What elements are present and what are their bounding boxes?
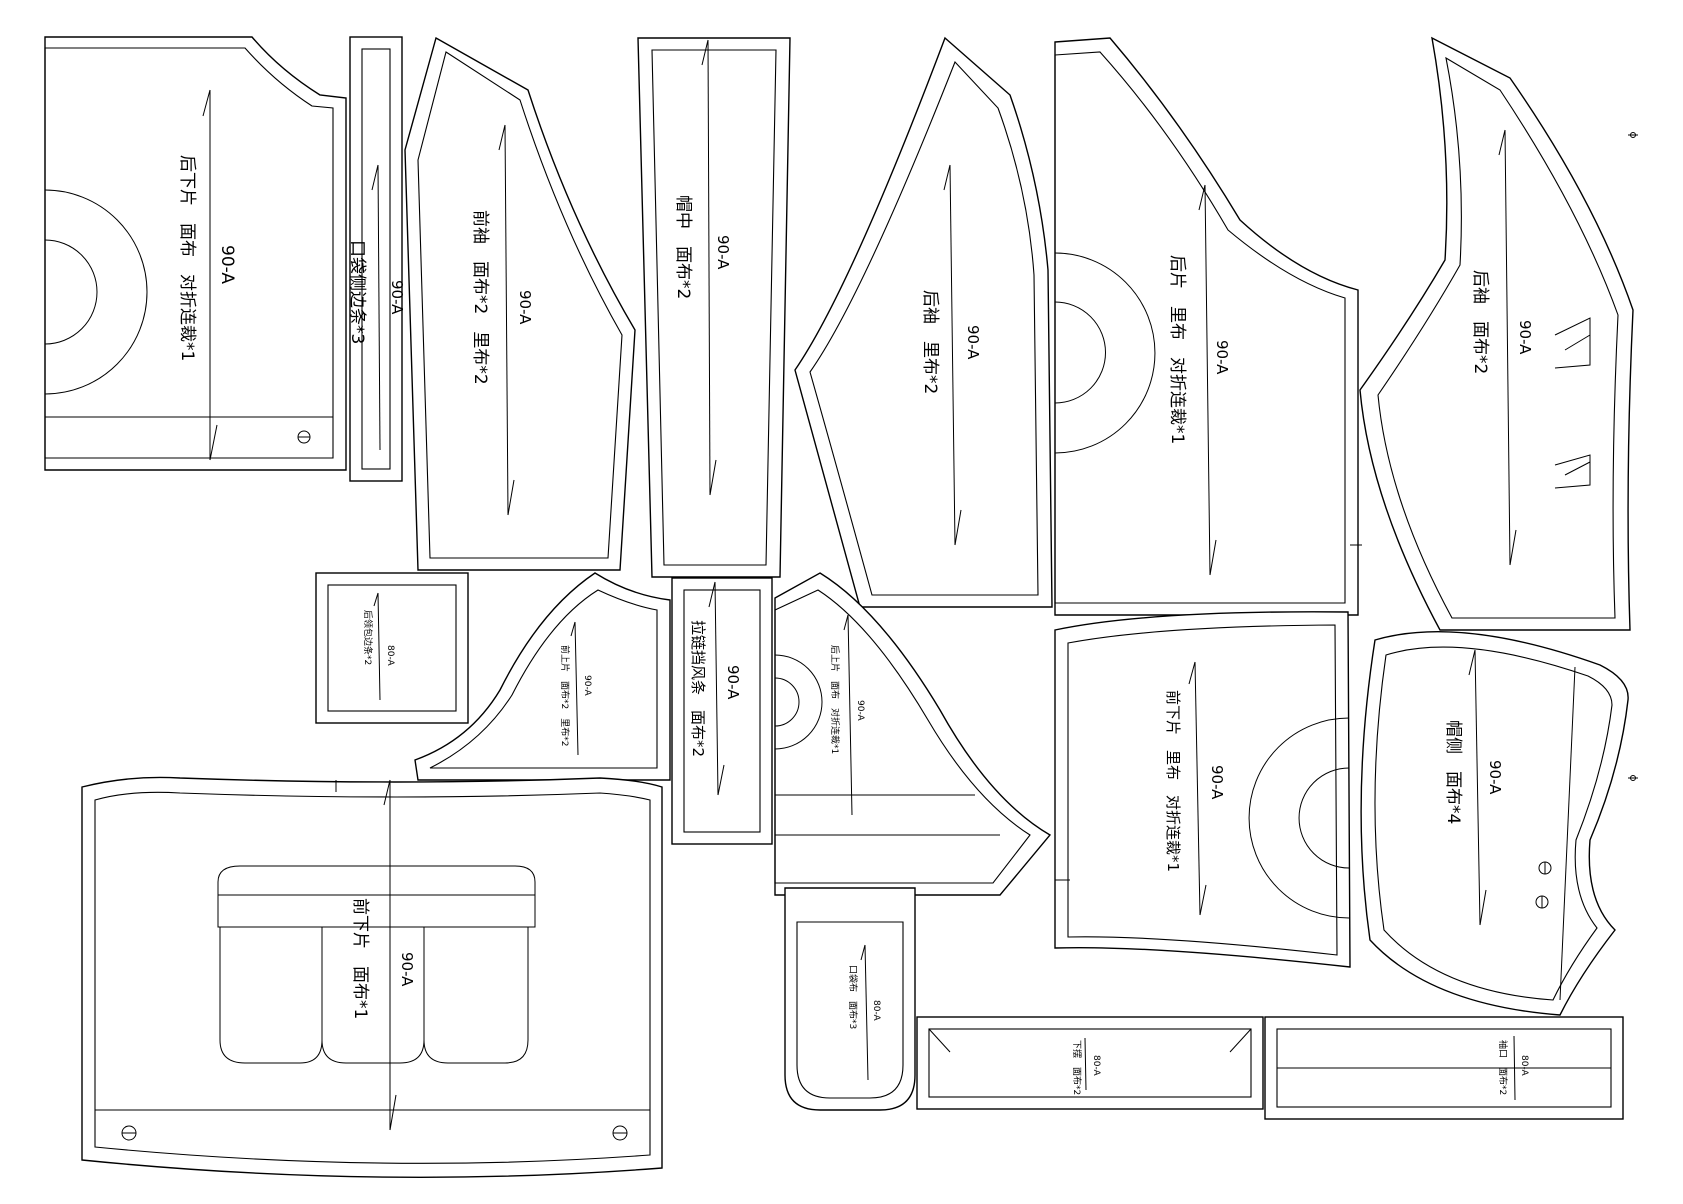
piece-label-front-sleeve: 前袖 面布*2 里布*2: [470, 210, 490, 385]
piece-zip-placket: 拉链挡风条 面布*2 90-A: [671, 577, 773, 845]
registration-mark: [1628, 132, 1638, 138]
piece-hood-side: 帽侧 面布*4 90-A: [1360, 630, 1629, 1016]
size-code-label: 90-A: [516, 290, 534, 325]
size-code-label: 90-A: [964, 325, 982, 360]
registration-mark: [1628, 775, 1638, 781]
size-code-label: 80-A: [871, 1000, 881, 1022]
piece-front-lower: 前下片 面布*1 90-A: [81, 776, 663, 1178]
size-code-label: 90-A: [1208, 765, 1226, 800]
piece-front-upper: 前上片 面布*2 里布*2 90-A: [414, 572, 671, 781]
piece-label-cuff: 袖口 面布*2: [1497, 1040, 1509, 1095]
piece-front-sleeve: 前袖 面布*2 里布*2 90-A: [404, 36, 636, 571]
size-code-label: 90-A: [217, 245, 237, 284]
piece-hem-band: 下摆 面布*2 80-A: [916, 1016, 1264, 1110]
piece-back-lower: 后下片 面布 对折连裁*1 90-A: [44, 36, 347, 471]
piece-label-back-lining: 后片 里布 对折连裁*1: [1167, 255, 1187, 444]
piece-cuff: 袖口 面布*2 80-A: [1264, 1016, 1624, 1120]
piece-label-pocket-bag: 口袋布 面布*3: [847, 965, 859, 1029]
piece-back-upper: 后上片 面布 对折连裁*1 90-A: [774, 572, 1052, 896]
piece-hood-center: 帽中 面布*2 90-A: [637, 37, 791, 578]
piece-label-back-lower: 后下片 面布 对折连裁*1: [177, 155, 197, 361]
piece-back-sleeve-lining: 后袖 里布*2 90-A: [794, 36, 1053, 608]
piece-label-hem-band: 下摆 面布*2: [1071, 1040, 1083, 1095]
size-code-label: 90-A: [855, 700, 865, 722]
piece-back-lining: 后片 里布 对折连裁*1 90-A: [1054, 37, 1362, 616]
size-code-label: 80-A: [1091, 1055, 1101, 1077]
piece-back-neck-patch: 后领包边条*2 80-A: [315, 572, 469, 724]
piece-front-lower-lining: 前下片 里布 对折连裁*1 90-A: [1054, 611, 1351, 968]
piece-label-hood-center: 帽中 面布*2: [673, 195, 693, 299]
piece-label-back-sleeve: 后袖 面布*2: [1470, 270, 1490, 374]
piece-label-front-upper: 前上片 面布*2 里布*2: [559, 645, 571, 746]
size-code-label: 90-A: [582, 675, 592, 697]
size-code-label: 90-A: [388, 280, 406, 315]
size-code-label: 90-A: [398, 952, 416, 987]
piece-label-pocket-side: 口袋侧边条*3: [347, 240, 367, 344]
piece-label-back-neck-patch: 后领包边条*2: [362, 610, 374, 665]
size-code-label: 90-A: [1516, 320, 1534, 355]
piece-label-front-lower-lining: 前下片 里布 对折连裁*1: [1164, 690, 1182, 872]
piece-label-front-lower: 前下片 面布*1: [350, 898, 370, 1019]
piece-pocket-side: 口袋侧边条*3 90-A: [347, 36, 406, 482]
piece-label-zip-placket: 拉链挡风条 面布*2: [689, 620, 707, 757]
piece-pocket-bag: 口袋布 面布*3 80-A: [784, 887, 916, 1111]
size-code-label: 90-A: [1486, 760, 1504, 795]
size-code-label: 90-A: [1213, 340, 1231, 375]
size-code-label: 90-A: [724, 665, 742, 700]
piece-back-sleeve: 后袖 面布*2 90-A: [1359, 36, 1634, 631]
piece-label-back-upper: 后上片 面布 对折连裁*1: [829, 645, 841, 754]
piece-label-back-sleeve-lining: 后袖 里布*2: [920, 290, 940, 394]
size-code-label: 80-A: [1519, 1055, 1529, 1077]
size-code-label: 80-A: [385, 645, 395, 667]
piece-label-hood-side: 帽侧 面布*4: [1443, 720, 1463, 824]
size-code-label: 90-A: [714, 235, 732, 270]
